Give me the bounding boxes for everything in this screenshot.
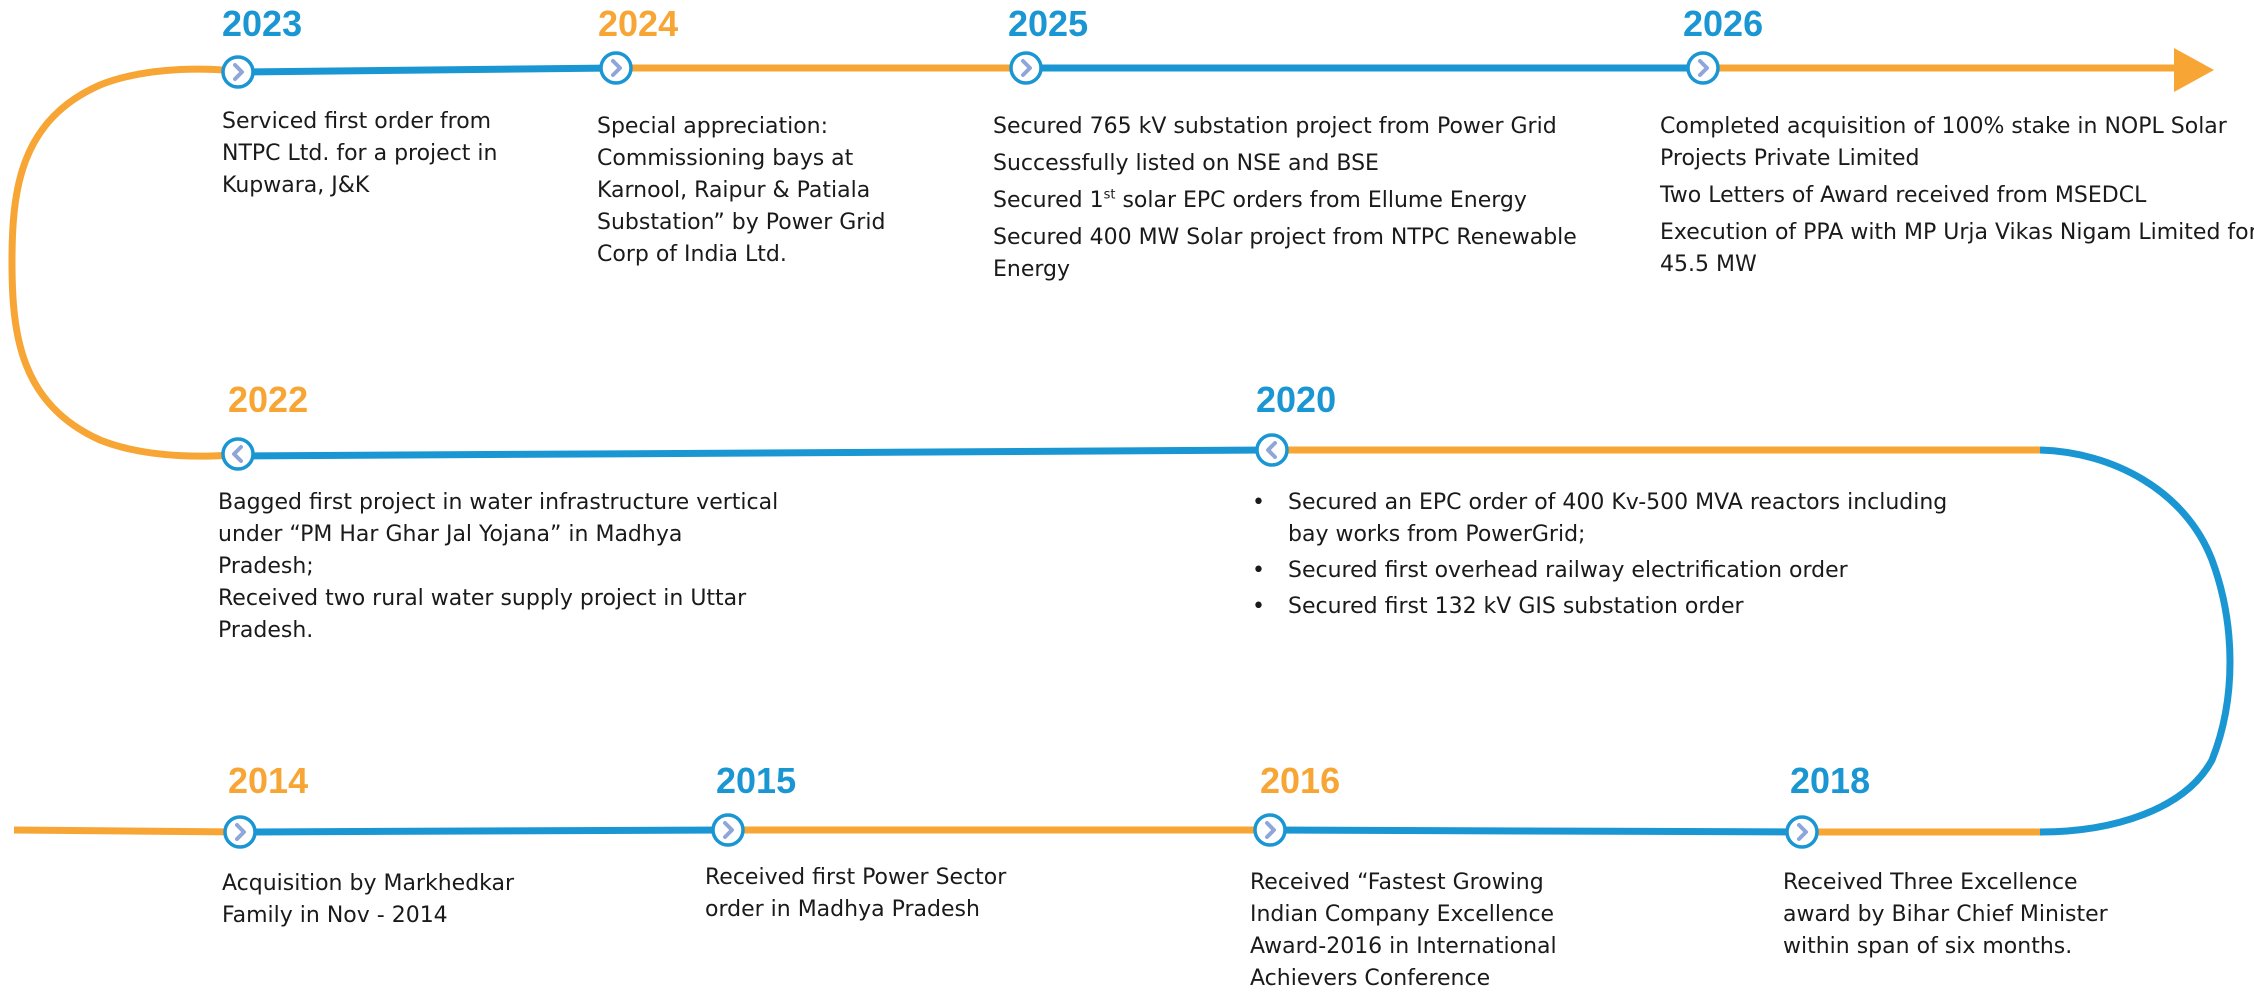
milestone-marker-2014 — [223, 815, 257, 849]
year-label-2024: 2024 — [598, 3, 679, 44]
chevron-right-icon — [1797, 823, 1808, 841]
marker-circle — [223, 815, 257, 849]
milestone-text-2016: Received “Fastest Growing Indian Company… — [1250, 870, 1557, 991]
year-label-2014: 2014 — [228, 760, 309, 801]
chevron-left-icon — [232, 445, 243, 463]
marker-circle — [1255, 433, 1289, 467]
chevron-left-icon — [1266, 441, 1277, 459]
milestone-text-2025: Secured 765 kV substation project from P… — [993, 114, 1577, 282]
milestone-marker-2026 — [1686, 51, 1720, 85]
chevron-right-icon — [1698, 59, 1709, 77]
milestone-text-2026: Completed acquisition of 100% stake in N… — [1660, 114, 2254, 277]
bullet-item: • Secured first 132 kV GIS substation or… — [1252, 594, 1744, 619]
milestone-marker-2023 — [221, 55, 255, 89]
chevron-right-icon — [233, 63, 244, 81]
marker-circle — [1686, 51, 1720, 85]
year-label-2023: 2023 — [222, 3, 303, 44]
year-label-2018: 2018 — [1790, 760, 1871, 801]
chevron-right-icon — [1021, 59, 1032, 77]
track-segment-2022-2020 — [237, 446, 1273, 460]
milestone-marker-2018 — [1785, 815, 1819, 849]
chevron-right-icon — [611, 59, 622, 77]
year-label-2020: 2020 — [1256, 379, 1337, 420]
track-curve-right — [2039, 446, 2234, 836]
chevron-right-icon — [235, 823, 246, 841]
timeline-arrowhead — [2174, 48, 2214, 92]
track-curve-left — [8, 65, 239, 460]
milestone-marker-2016 — [1253, 813, 1287, 847]
marker-circle — [221, 437, 255, 471]
milestone-marker-2024 — [599, 51, 633, 85]
milestone-text-2015: Received first Power Sector order in Mad… — [705, 865, 1007, 922]
milestone-line-solar-epc: Secured 1st solar EPC orders from Ellume… — [993, 187, 1527, 213]
milestone-marker-2025 — [1009, 51, 1043, 85]
marker-circle — [711, 813, 745, 847]
marker-circle — [1253, 813, 1287, 847]
marker-circle — [1009, 51, 1043, 85]
chevron-right-icon — [723, 821, 734, 839]
milestone-marker-2020 — [1255, 433, 1289, 467]
marker-circle — [599, 51, 633, 85]
track-segment-start — [13, 826, 241, 836]
bullet-item: • Secured an EPC order of 400 Kv-500 MVA… — [1252, 490, 1948, 547]
year-label-2026: 2026 — [1683, 3, 1764, 44]
track-segment-2018-2016 — [1269, 826, 1803, 836]
marker-circle — [1785, 815, 1819, 849]
year-label-2016: 2016 — [1260, 760, 1341, 801]
milestone-text-2024: Special appreciation: Commissioning bays… — [597, 114, 886, 267]
milestone-marker-2015 — [711, 813, 745, 847]
bullet-item: • Secured first overhead railway electri… — [1252, 558, 1848, 583]
track-segment-2015-2014 — [239, 826, 729, 836]
milestone-text-2020: • Secured an EPC order of 400 Kv-500 MVA… — [1250, 487, 1947, 627]
year-label-2025: 2025 — [1008, 3, 1089, 44]
year-label-2015: 2015 — [716, 760, 797, 801]
year-label-2022: 2022 — [228, 379, 309, 420]
milestone-text-2022: Bagged first project in water infrastruc… — [218, 490, 779, 643]
milestone-text-2014: Acquisition by Markhedkar Family in Nov … — [222, 871, 515, 928]
marker-circle — [221, 55, 255, 89]
milestone-text-2023: Serviced first order from NTPC Ltd. for … — [222, 109, 498, 198]
milestone-marker-2022 — [221, 437, 255, 471]
track-segment-2023-2024 — [237, 64, 617, 76]
milestone-text-2018: Received Three Excellence award by Bihar… — [1783, 870, 2108, 959]
chevron-right-icon — [1265, 821, 1276, 839]
